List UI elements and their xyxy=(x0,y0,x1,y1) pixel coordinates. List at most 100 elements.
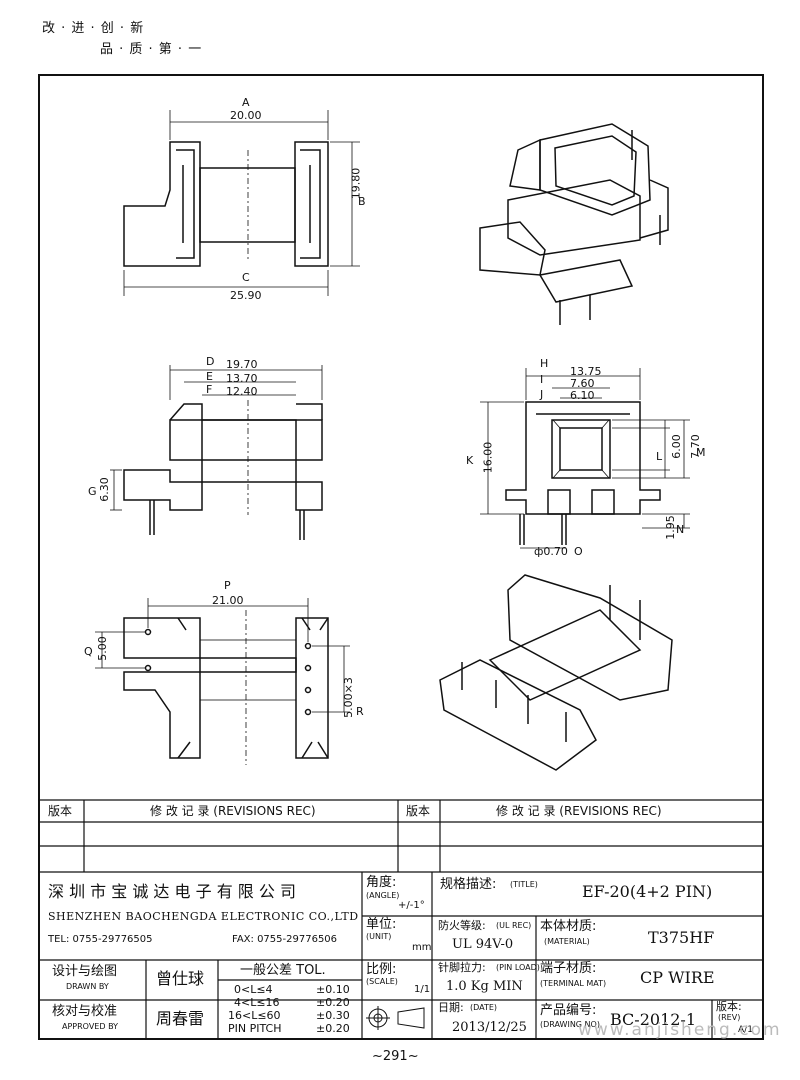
dim-marker-o: O xyxy=(574,545,583,558)
dim-c-value: 25.90 xyxy=(230,289,262,302)
iso-view-bottom xyxy=(439,574,673,771)
dim-j-value: 6.10 xyxy=(570,389,595,402)
approved-name: 周春雷 xyxy=(156,1009,205,1028)
dim-q-value: 5.00 xyxy=(95,636,109,661)
title-value: EF-20(4+2 PIN) xyxy=(582,882,713,901)
dim-marker-j: J xyxy=(540,388,544,401)
dim-k-value: 16.00 xyxy=(481,441,495,474)
dim-marker-e: E xyxy=(206,370,213,383)
ul-label: 防火等级: xyxy=(438,919,486,932)
tol-range: 4<L≤16 xyxy=(234,996,280,1009)
iso-view-top xyxy=(479,123,669,325)
dim-marker-c: C xyxy=(242,271,250,284)
title-label: 规格描述: xyxy=(440,877,497,892)
drawn-name: 曾仕球 xyxy=(156,969,205,988)
scale-sub: (SCALE) xyxy=(366,977,398,986)
material-sub: (MATERIAL) xyxy=(544,937,590,946)
drawn-label: 设计与绘图 xyxy=(52,964,118,979)
tol-range: 16<L≤60 xyxy=(228,1009,281,1022)
ul-value: UL 94V-0 xyxy=(452,937,514,952)
dim-h-value: 13.75 xyxy=(570,365,602,378)
tol-value: ±0.10 xyxy=(316,983,350,996)
company-tel: TEL: 0755-29776505 xyxy=(48,934,153,945)
pinload-label: 针脚拉力: xyxy=(438,961,486,974)
angle-label: 角度: xyxy=(366,875,397,890)
dim-marker-k: K xyxy=(466,454,474,467)
dim-e-value: 13.70 xyxy=(226,372,258,385)
watermark: www.anjisheng.com xyxy=(578,1020,782,1040)
drawing-value: BC-2012-1 xyxy=(610,1010,697,1029)
company-fax: FAX: 0755-29776506 xyxy=(232,934,338,945)
dim-o-value: ф0.70 xyxy=(534,545,568,558)
tol-value: ±0.30 xyxy=(316,1009,350,1022)
drawing-sub: (DRAWING NO) xyxy=(540,1020,600,1029)
dim-marker-i: I xyxy=(540,373,544,386)
scale-label: 比例: xyxy=(366,962,397,977)
dim-marker-h: H xyxy=(540,357,549,370)
tol-value: ±0.20 xyxy=(316,1022,350,1035)
dim-p-value: 21.00 xyxy=(212,594,244,607)
tol-range: 0<L≤4 xyxy=(234,983,273,996)
projection-symbol xyxy=(366,1006,425,1030)
dim-m-value: 7.70 xyxy=(688,434,702,459)
material-label: 本体材质: xyxy=(540,919,597,934)
drawing-frame xyxy=(38,74,764,1040)
date-label: 日期: xyxy=(438,1001,464,1014)
rev-col-version: 版本 xyxy=(48,804,73,818)
date-sub: (DATE) xyxy=(470,1003,498,1012)
dim-marker-g: G xyxy=(88,485,97,498)
side-view xyxy=(123,141,329,267)
tol-range: PIN PITCH xyxy=(228,1022,282,1035)
angle-sub: (ANGLE) xyxy=(366,891,400,900)
pinload-value: 1.0 Kg MIN xyxy=(446,979,523,994)
dim-a-value: 20.00 xyxy=(230,109,262,122)
dim-marker-a: A xyxy=(242,96,250,109)
terminal-sub: (TERMINAL MAT) xyxy=(540,979,607,988)
dim-marker-p: P xyxy=(224,579,231,592)
pinload-sub: (PIN LOAD) xyxy=(496,963,540,972)
scale-value: 1/1 xyxy=(414,984,431,995)
approved-sub: APPROVED BY xyxy=(62,1022,119,1031)
rev-col-record: 修 改 记 录 (REVISIONS REC) xyxy=(150,804,316,818)
title-block-grid xyxy=(38,799,764,1040)
dim-marker-r: R xyxy=(356,705,364,718)
dim-n-value: 1.95 xyxy=(663,515,677,540)
tol-value: ±0.20 xyxy=(316,996,350,1009)
rev-col-version-2: 版本 xyxy=(406,804,431,818)
drawing-label: 产品编号: xyxy=(540,1003,597,1018)
terminal-value: CP WIRE xyxy=(640,968,715,987)
dim-marker-n: N xyxy=(676,523,685,536)
bottom-view xyxy=(123,610,329,765)
front-view xyxy=(123,400,323,540)
rev-sub: (REV) xyxy=(718,1013,741,1022)
rev-label: 版本: xyxy=(716,1000,742,1013)
dim-i-value: 7.60 xyxy=(570,377,595,390)
dim-marker-l: L xyxy=(656,450,663,463)
dim-r-value: 5.00×3 xyxy=(341,677,355,718)
slogan-line-2: 品 · 质 · 第 · 一 xyxy=(100,42,203,57)
unit-sub: (UNIT) xyxy=(366,932,392,941)
dim-d-value: 19.70 xyxy=(226,358,258,371)
tolerance-title: 一般公差 TOL. xyxy=(240,963,326,978)
company-name-cn: 深 圳 市 宝 诚 达 电 子 有 限 公 司 xyxy=(48,882,296,901)
dim-l-value: 6.00 xyxy=(669,434,683,459)
date-value: 2013/12/25 xyxy=(452,1020,527,1035)
dim-marker-q: Q xyxy=(84,645,93,658)
dim-f-value: 12.40 xyxy=(226,385,258,398)
dim-marker-d: D xyxy=(206,355,215,368)
dim-marker-b: B xyxy=(358,195,366,208)
dim-b-value: 19.80 xyxy=(349,167,363,200)
drawn-sub: DRAWN BY xyxy=(66,982,109,991)
dim-g-value: 6.30 xyxy=(97,477,111,502)
material-value: T375HF xyxy=(648,928,715,947)
dim-marker-m: M xyxy=(696,446,706,459)
page-number: ~291~ xyxy=(372,1049,419,1064)
title-sub: (TITLE) xyxy=(510,880,538,889)
rev-value: A/1 xyxy=(738,1025,753,1035)
approved-label: 核对与校准 xyxy=(52,1004,118,1019)
ul-sub: (UL REC) xyxy=(496,921,532,930)
company-name-en: SHENZHEN BAOCHENGDA ELECTRONIC CO.,LTD xyxy=(48,910,359,923)
rev-col-record-2: 修 改 记 录 (REVISIONS REC) xyxy=(496,804,662,818)
angle-value: +/-1° xyxy=(398,900,425,911)
